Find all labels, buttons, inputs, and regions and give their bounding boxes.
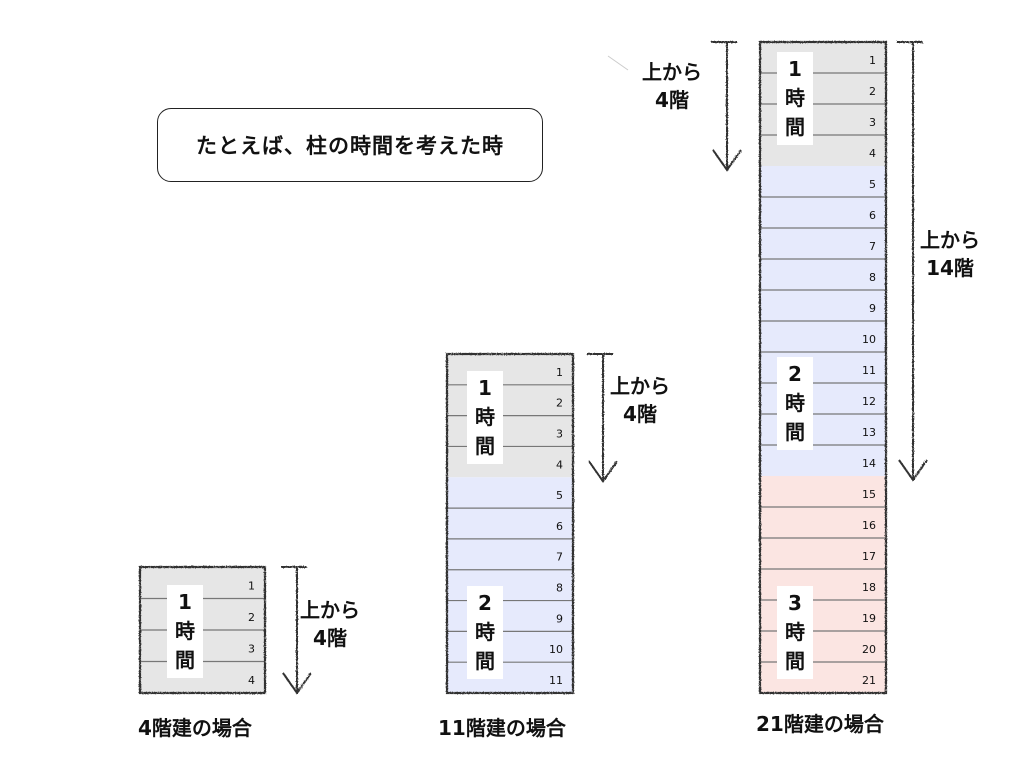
floor-number: 2 <box>869 85 876 98</box>
hours-number: 3 <box>788 591 802 615</box>
arrow-label-21f-top4: 上から 4階 <box>642 58 702 114</box>
hours-label-21f-2: 2 時 間 <box>777 357 813 450</box>
floor-number: 1 <box>248 580 255 593</box>
floor-number: 7 <box>869 240 876 253</box>
floor-number: 20 <box>862 643 876 656</box>
floor-number: 16 <box>862 519 876 532</box>
hours-char: 間 <box>475 649 495 673</box>
stray-mark <box>607 55 629 71</box>
floor-number: 11 <box>862 364 876 377</box>
hours-number: 2 <box>478 591 492 615</box>
hours-label-21f-3: 3 時 間 <box>777 586 813 679</box>
floor-number: 17 <box>862 550 876 563</box>
hours-label-4f-1: 1 時 間 <box>167 585 203 678</box>
floor-number: 2 <box>556 397 563 410</box>
floor-number: 18 <box>862 581 876 594</box>
title-callout: たとえば、柱の時間を考えた時 <box>157 108 543 182</box>
caption-21f: 21階建の場合 <box>756 712 884 736</box>
floor-number: 15 <box>862 488 876 501</box>
hours-char: 時 <box>175 619 195 643</box>
caption-4f: 4階建の場合 <box>138 716 252 740</box>
arrow-label-line2: 4階 <box>623 402 657 426</box>
floor-number: 10 <box>549 643 563 656</box>
hours-char: 時 <box>785 620 805 644</box>
floor-number: 6 <box>869 209 876 222</box>
hours-char: 間 <box>785 420 805 444</box>
floor-number: 1 <box>869 54 876 67</box>
floor-number: 3 <box>248 643 255 656</box>
hours-number: 2 <box>788 362 802 386</box>
hours-char: 時 <box>785 86 805 110</box>
floor-number: 4 <box>556 458 563 471</box>
floor-number: 2 <box>248 611 255 624</box>
arrow-label-4f: 上から 4階 <box>300 596 360 652</box>
floor-number: 8 <box>869 271 876 284</box>
down-arrow-icon <box>711 41 742 172</box>
arrow-label-line2: 4階 <box>313 626 347 650</box>
floor-number: 5 <box>556 489 563 502</box>
floor-number: 1 <box>556 366 563 379</box>
arrow-label-line2: 14階 <box>926 256 974 280</box>
hours-char: 間 <box>475 434 495 458</box>
hours-char: 間 <box>785 115 805 139</box>
arrow-label-line1: 上から <box>642 60 702 84</box>
floor-number: 3 <box>556 427 563 440</box>
hours-char: 間 <box>175 648 195 672</box>
down-arrow-icon <box>281 566 312 695</box>
floor-number: 4 <box>869 147 876 160</box>
hours-char: 時 <box>785 391 805 415</box>
floor-number: 10 <box>862 333 876 346</box>
floor-number: 11 <box>549 674 563 687</box>
hours-label-11f-1: 1 時 間 <box>467 371 503 464</box>
floor-number: 3 <box>869 116 876 129</box>
arrow-label-21f-top14: 上から 14階 <box>920 226 980 282</box>
down-arrow-icon <box>587 353 618 484</box>
floor-number: 21 <box>862 674 876 687</box>
arrow-label-line1: 上から <box>300 598 360 622</box>
arrow-label-11f: 上から 4階 <box>610 372 670 428</box>
floor-number: 9 <box>869 302 876 315</box>
floor-number: 13 <box>862 426 876 439</box>
floor-number: 9 <box>556 612 563 625</box>
hours-label-11f-2: 2 時 間 <box>467 586 503 679</box>
hours-char: 間 <box>785 649 805 673</box>
floor-number: 7 <box>556 551 563 564</box>
arrow-label-line1: 上から <box>610 374 670 398</box>
floor-number: 19 <box>862 612 876 625</box>
floor-number: 5 <box>869 178 876 191</box>
down-arrow-icon <box>897 41 928 482</box>
hours-number: 1 <box>178 590 192 614</box>
floor-number: 8 <box>556 582 563 595</box>
hours-char: 時 <box>475 405 495 429</box>
arrow-label-line1: 上から <box>920 228 980 252</box>
floor-number: 12 <box>862 395 876 408</box>
floor-number: 4 <box>248 674 255 687</box>
building-11f: 1 2 3 4 5 6 7 8 9 10 11 <box>445 352 575 695</box>
hours-label-21f-1: 1 時 間 <box>777 52 813 145</box>
arrow-label-line2: 4階 <box>655 88 689 112</box>
time-block-2 <box>447 477 573 693</box>
floor-number: 6 <box>556 520 563 533</box>
hours-char: 時 <box>475 620 495 644</box>
hours-number: 1 <box>788 57 802 81</box>
hours-number: 1 <box>478 376 492 400</box>
caption-11f: 11階建の場合 <box>438 716 566 740</box>
floor-number: 14 <box>862 457 876 470</box>
